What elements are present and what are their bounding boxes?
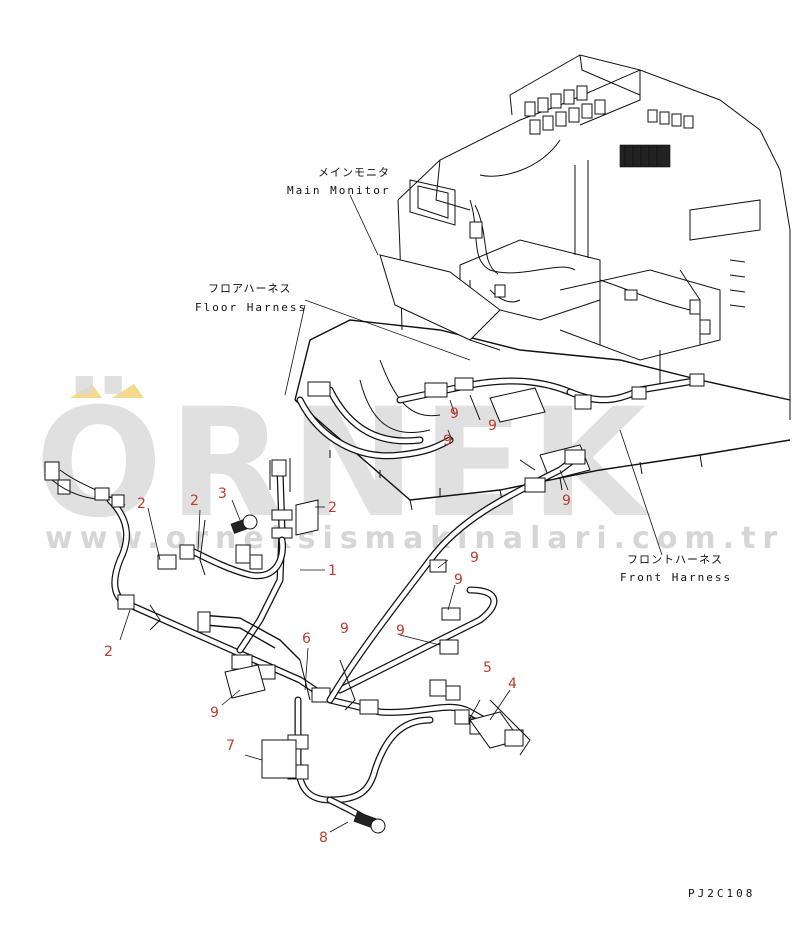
watermark-url: www.orneksismakinalari.com.tr [45,521,784,556]
callout-2: 2 [104,644,113,660]
relay-block-right [619,109,694,168]
bolt-8 [353,811,386,834]
callout-9: 9 [340,621,349,637]
cab-structure [294,54,791,511]
callout-3: 3 [218,486,227,502]
callout-9: 9 [210,705,219,721]
callout-9: 9 [396,623,405,639]
drawing-code: PJ2C108 [688,887,755,900]
callout-1: 1 [328,563,337,579]
front-harness-label-jp: フロントハーネス [627,553,723,566]
watermark-accent-mark [112,384,144,398]
front-harness-label-en: Front Harness [620,571,732,584]
callout-8: 8 [319,830,328,846]
callout-7: 7 [226,738,235,754]
callouts: 1 2 2 2 2 3 4 5 6 7 8 9 9 9 9 9 9 9 9 9 [104,406,571,846]
callout-9: 9 [450,406,459,422]
floor-harness-label-en: Floor Harness [195,301,307,314]
relay-block-left [524,85,606,135]
callout-9: 9 [454,572,463,588]
callout-2: 2 [328,500,337,516]
callout-2: 2 [190,493,199,509]
floor-harness-label-jp: フロアハーネス [208,282,292,295]
main-monitor-label-jp: メインモニタ [318,166,390,179]
bolt-3 [230,514,258,534]
callout-9: 9 [562,493,571,509]
watermark-accent-mark [70,384,102,398]
callout-9: 9 [488,418,497,434]
leader-lines [119,194,663,833]
callout-9: 9 [443,433,452,449]
main-harness [44,449,586,834]
callout-5: 5 [483,660,492,676]
callout-9: 9 [470,550,479,566]
callout-4: 4 [508,676,517,692]
callout-6: 6 [302,631,311,647]
watermark: ÖRNEK www.orneksismakinalari.com.tr [35,375,784,556]
main-monitor-label-en: Main Monitor [287,184,390,197]
harness-labels: メインモニタ Main Monitor フロアハーネス Floor Harnes… [195,166,732,584]
callout-2: 2 [137,496,146,512]
